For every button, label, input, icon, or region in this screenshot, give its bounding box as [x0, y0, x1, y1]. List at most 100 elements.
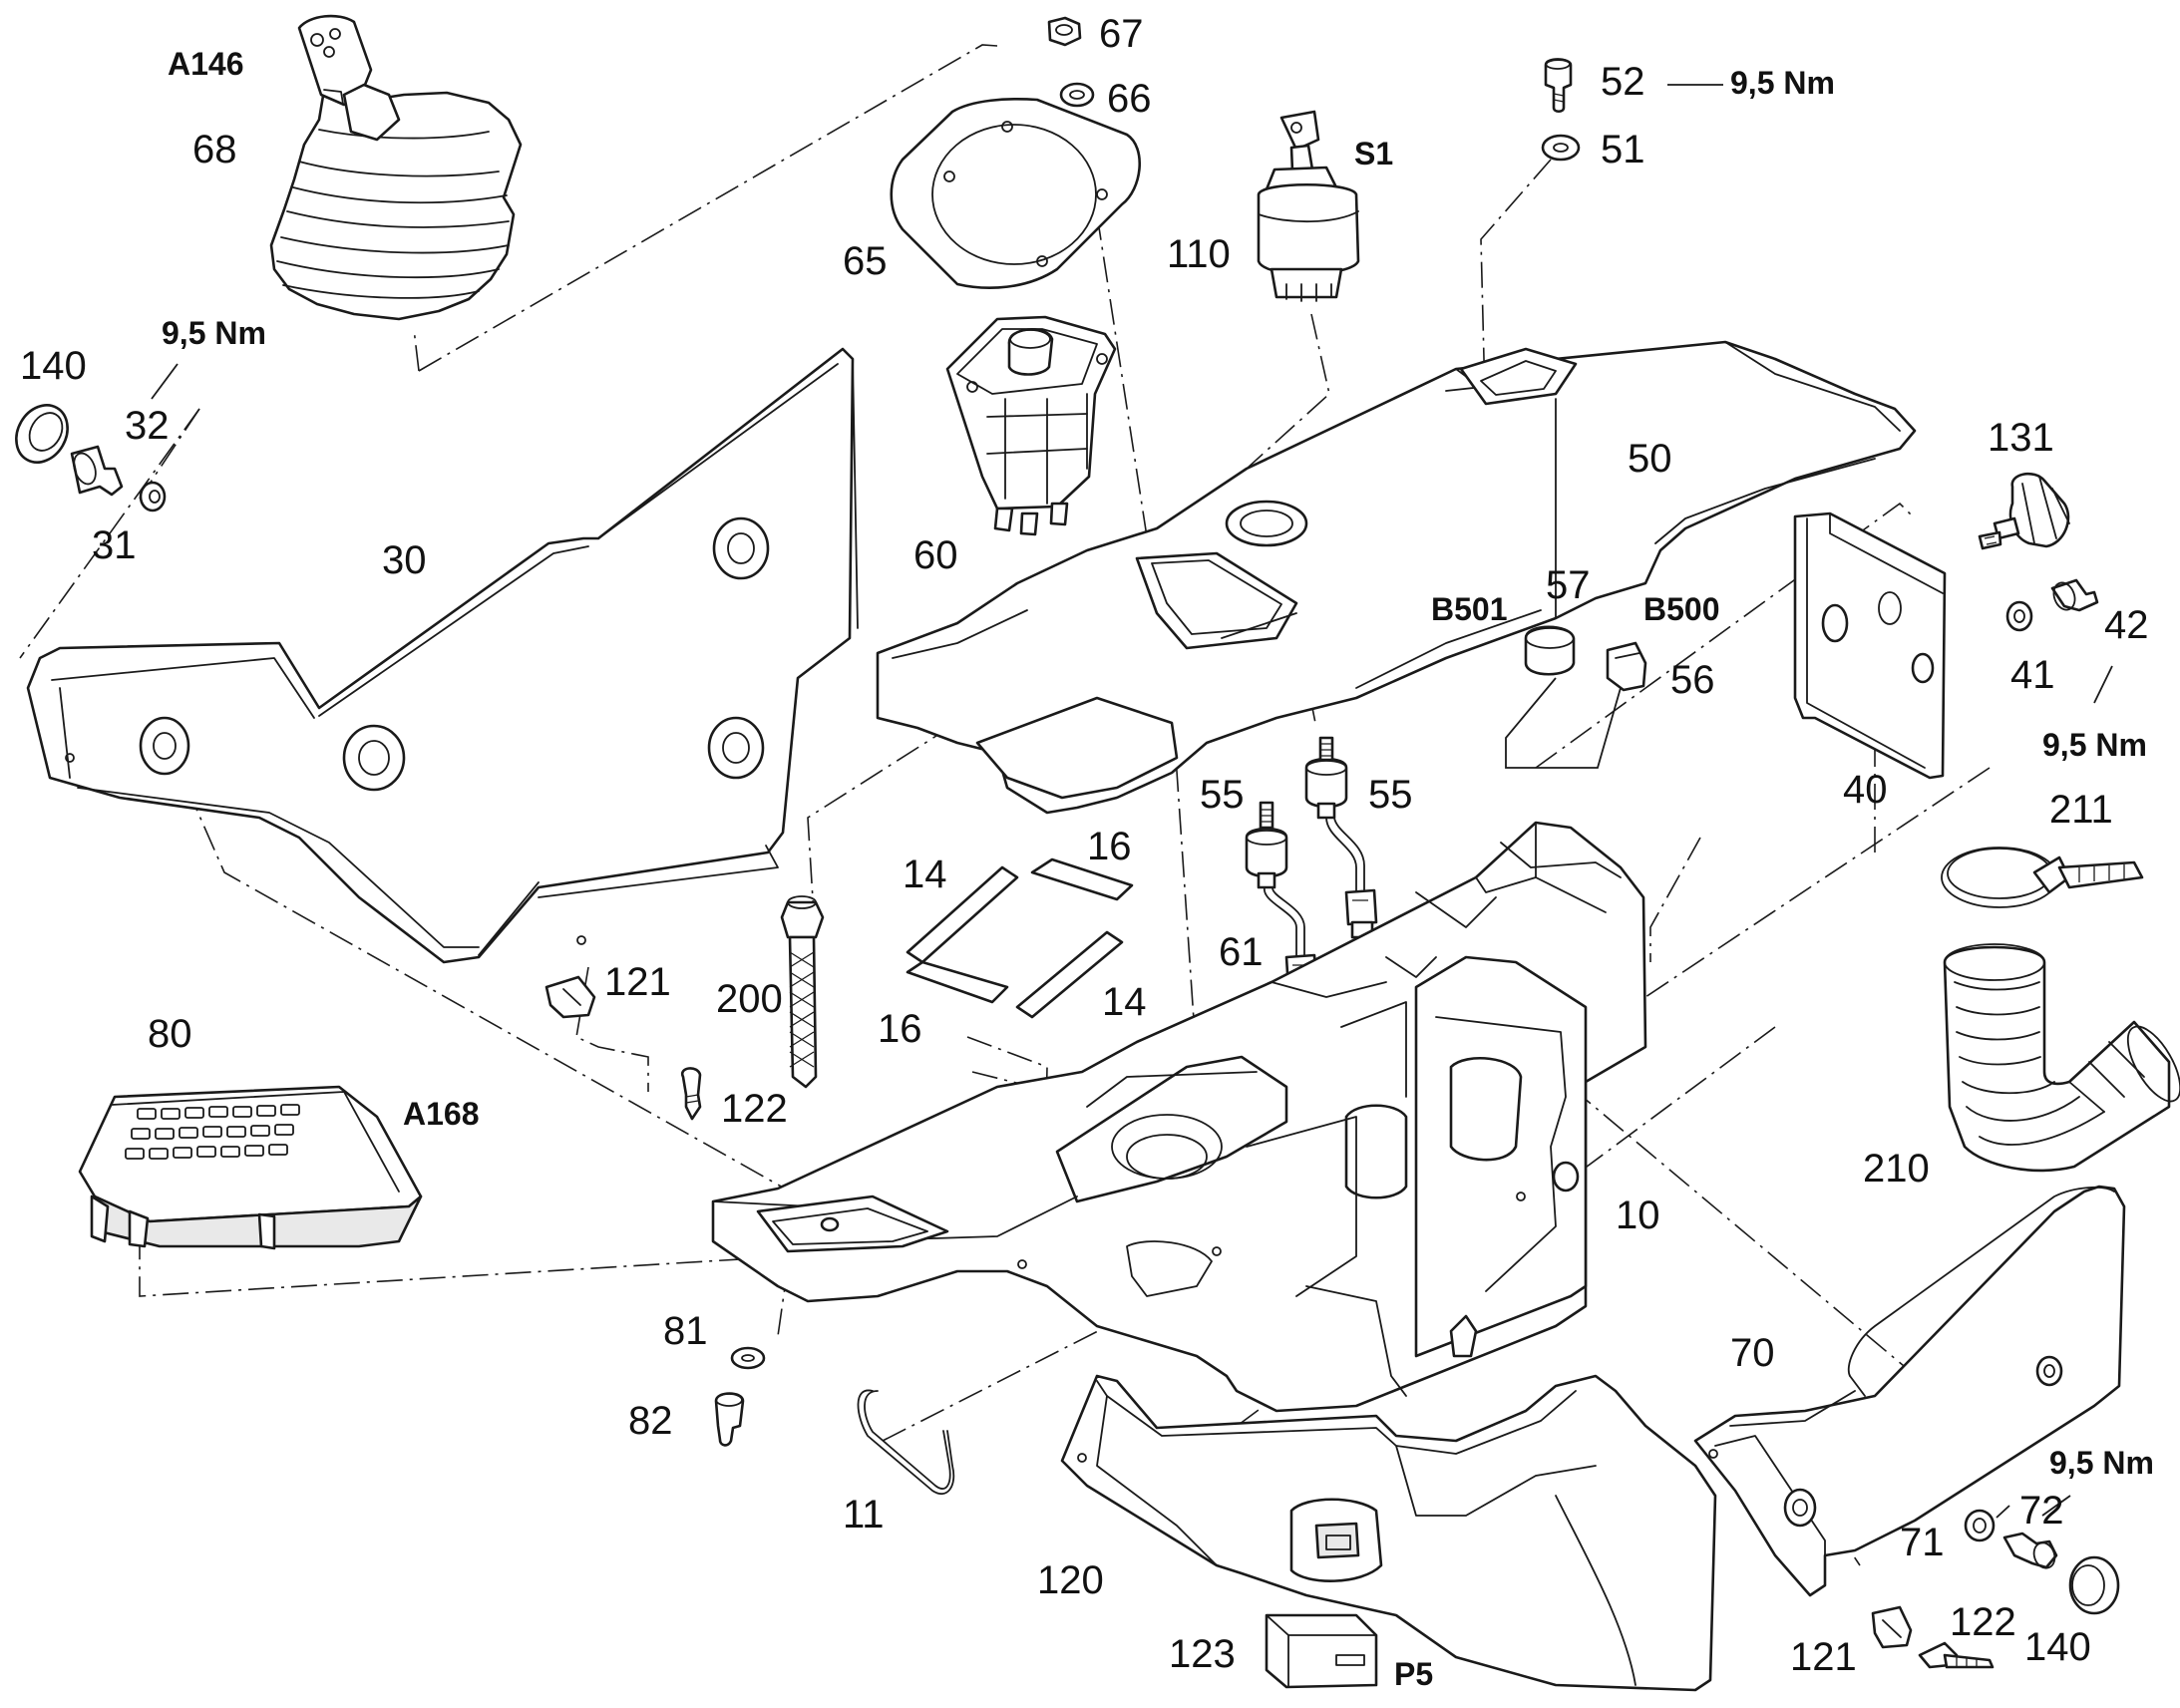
- strip-part-16-top: [1030, 857, 1134, 901]
- label-14-bottom: 14: [1102, 980, 1147, 1024]
- main-frame-part-10: [711, 821, 1647, 1413]
- label-122-left: 122: [721, 1087, 788, 1131]
- label-52: 52: [1601, 60, 1645, 104]
- cap-part-57-b501: [1524, 625, 1576, 676]
- clip-part-121-left: [545, 975, 596, 1019]
- label-68: 68: [192, 128, 237, 171]
- label-16-top: 16: [1087, 825, 1132, 868]
- washer-part-31-left: [139, 481, 167, 512]
- label-torque-42: 9,5 Nm: [2042, 727, 2147, 763]
- screw-part-122-left: [680, 1067, 702, 1121]
- clip-part-121-right: [1871, 1605, 1913, 1649]
- callout-lines: [151, 84, 2113, 1519]
- keypad-buttons: [125, 1104, 300, 1160]
- elbow-hose-part-210: [1943, 943, 2180, 1173]
- label-122-right: 122: [1950, 1600, 2016, 1644]
- label-41: 41: [2010, 653, 2055, 697]
- label-51: 51: [1601, 128, 1645, 171]
- label-121-right: 121: [1790, 1635, 1857, 1679]
- label-110: 110: [1167, 232, 1231, 276]
- label-40: 40: [1843, 768, 1888, 812]
- cap-part-140-left: [15, 404, 69, 464]
- label-81: 81: [663, 1309, 708, 1353]
- label-16-bottom: 16: [878, 1007, 922, 1051]
- joystick-boot-part-68: [269, 14, 523, 321]
- washer-part-71: [1964, 1509, 1996, 1542]
- pedal-valve-part-60: [945, 315, 1117, 536]
- washer-part-81: [730, 1346, 766, 1370]
- label-56: 56: [1670, 658, 1715, 702]
- label-66: 66: [1107, 77, 1152, 121]
- strip-part-14-bottom: [1015, 930, 1124, 1019]
- knob-part-131: [1978, 472, 2070, 550]
- bottom-cover-part-120: [1060, 1374, 1717, 1692]
- label-131: 131: [1988, 416, 2054, 460]
- callout-labels: A146 68 67 66 65 52 9,5 Nm 51 S1 110 9,5…: [20, 12, 2154, 1692]
- label-50: 50: [1628, 437, 1672, 481]
- hose-clamp-part-211: [1941, 847, 2144, 908]
- label-torque-52: 9,5 Nm: [1730, 65, 1835, 101]
- label-55-left: 55: [1200, 773, 1245, 817]
- label-a146: A146: [168, 46, 244, 82]
- label-61: 61: [1219, 930, 1264, 974]
- label-torque-32: 9,5 Nm: [162, 315, 266, 351]
- label-140-right: 140: [2024, 1625, 2091, 1669]
- side-cover-part-30: [26, 347, 859, 964]
- sensor-part-55-left: [1245, 801, 1288, 889]
- label-10: 10: [1616, 1194, 1660, 1237]
- label-200: 200: [716, 977, 783, 1021]
- wire-part-11: [857, 1389, 955, 1496]
- label-71: 71: [1900, 1521, 1945, 1564]
- label-60: 60: [913, 533, 958, 577]
- strip-part-14-top: [906, 865, 1019, 964]
- label-14-top: 14: [903, 853, 947, 896]
- knob-part-56-b500: [1606, 641, 1647, 692]
- label-210: 210: [1863, 1147, 1930, 1191]
- sensor-part-55-right: [1304, 736, 1348, 820]
- label-57: 57: [1546, 563, 1591, 607]
- label-211: 211: [2049, 788, 2113, 832]
- label-s1: S1: [1354, 136, 1393, 171]
- side-cover-part-70: [1693, 1185, 2126, 1597]
- label-70: 70: [1730, 1331, 1775, 1375]
- label-82: 82: [628, 1399, 673, 1443]
- bolt-part-42: [2050, 578, 2099, 612]
- label-torque-72: 9,5 Nm: [2049, 1445, 2154, 1481]
- label-31: 31: [92, 523, 137, 567]
- label-121-left: 121: [604, 960, 671, 1004]
- bolt-part-82: [714, 1392, 745, 1447]
- strip-part-16-bottom: [906, 960, 1009, 1004]
- bolt-part-52: [1544, 58, 1573, 114]
- nut-part-67: [1047, 16, 1082, 47]
- label-55-right: 55: [1368, 773, 1413, 817]
- label-120: 120: [1037, 1558, 1104, 1602]
- hose-part-200: [780, 895, 825, 1089]
- label-67: 67: [1099, 12, 1144, 56]
- label-80: 80: [148, 1012, 192, 1056]
- label-30: 30: [382, 538, 427, 582]
- label-72: 72: [2019, 1489, 2064, 1533]
- relay-part-123-p5: [1265, 1613, 1378, 1689]
- label-42: 42: [2104, 603, 2149, 647]
- label-a168: A168: [403, 1096, 480, 1132]
- key-switch-part-110: [1257, 110, 1360, 302]
- label-32: 32: [125, 404, 170, 448]
- screw-part-122-right: [1918, 1641, 1995, 1669]
- label-11: 11: [843, 1493, 885, 1537]
- label-65: 65: [843, 239, 888, 283]
- keypad-part-80-a168: [78, 1085, 423, 1250]
- washer-part-51: [1541, 134, 1581, 162]
- top-console-part-50: [876, 340, 1917, 815]
- washer-part-41: [2005, 600, 2033, 632]
- label-b500: B500: [1643, 591, 1720, 627]
- label-123: 123: [1169, 1632, 1236, 1676]
- label-b501: B501: [1431, 591, 1508, 627]
- bolt-part-32-left: [70, 445, 124, 497]
- bracket-part-40: [1793, 512, 1947, 780]
- label-p5: P5: [1394, 1656, 1433, 1692]
- plate-part-65: [890, 98, 1141, 289]
- cap-part-140-right: [2068, 1555, 2120, 1615]
- bolt-part-72: [2002, 1532, 2058, 1569]
- label-140-left: 140: [20, 344, 87, 388]
